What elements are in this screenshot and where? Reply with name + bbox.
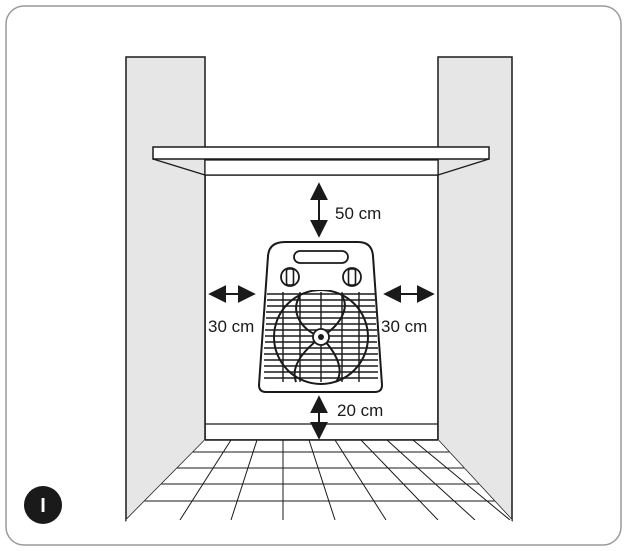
floor-tiles	[142, 440, 511, 520]
power-knob-icon	[342, 267, 362, 287]
label-clearance-top: 50 cm	[335, 204, 381, 223]
left-wall	[125, 56, 206, 522]
handle-slot	[293, 250, 349, 264]
label-clearance-left: 30 cm	[208, 317, 254, 336]
label-clearance-bottom: 20 cm	[337, 401, 383, 420]
right-wall	[437, 56, 513, 522]
label-clearance-right: 30 cm	[381, 317, 427, 336]
thermostat-knob-icon	[280, 267, 300, 287]
figure-badge-label: I	[40, 495, 46, 517]
fan-heater-icon	[257, 241, 384, 393]
floor	[126, 440, 512, 520]
fan-grille	[264, 290, 378, 385]
clearance-arrows	[208, 182, 435, 440]
figure-badge: I	[24, 486, 62, 524]
shelf	[152, 146, 490, 176]
